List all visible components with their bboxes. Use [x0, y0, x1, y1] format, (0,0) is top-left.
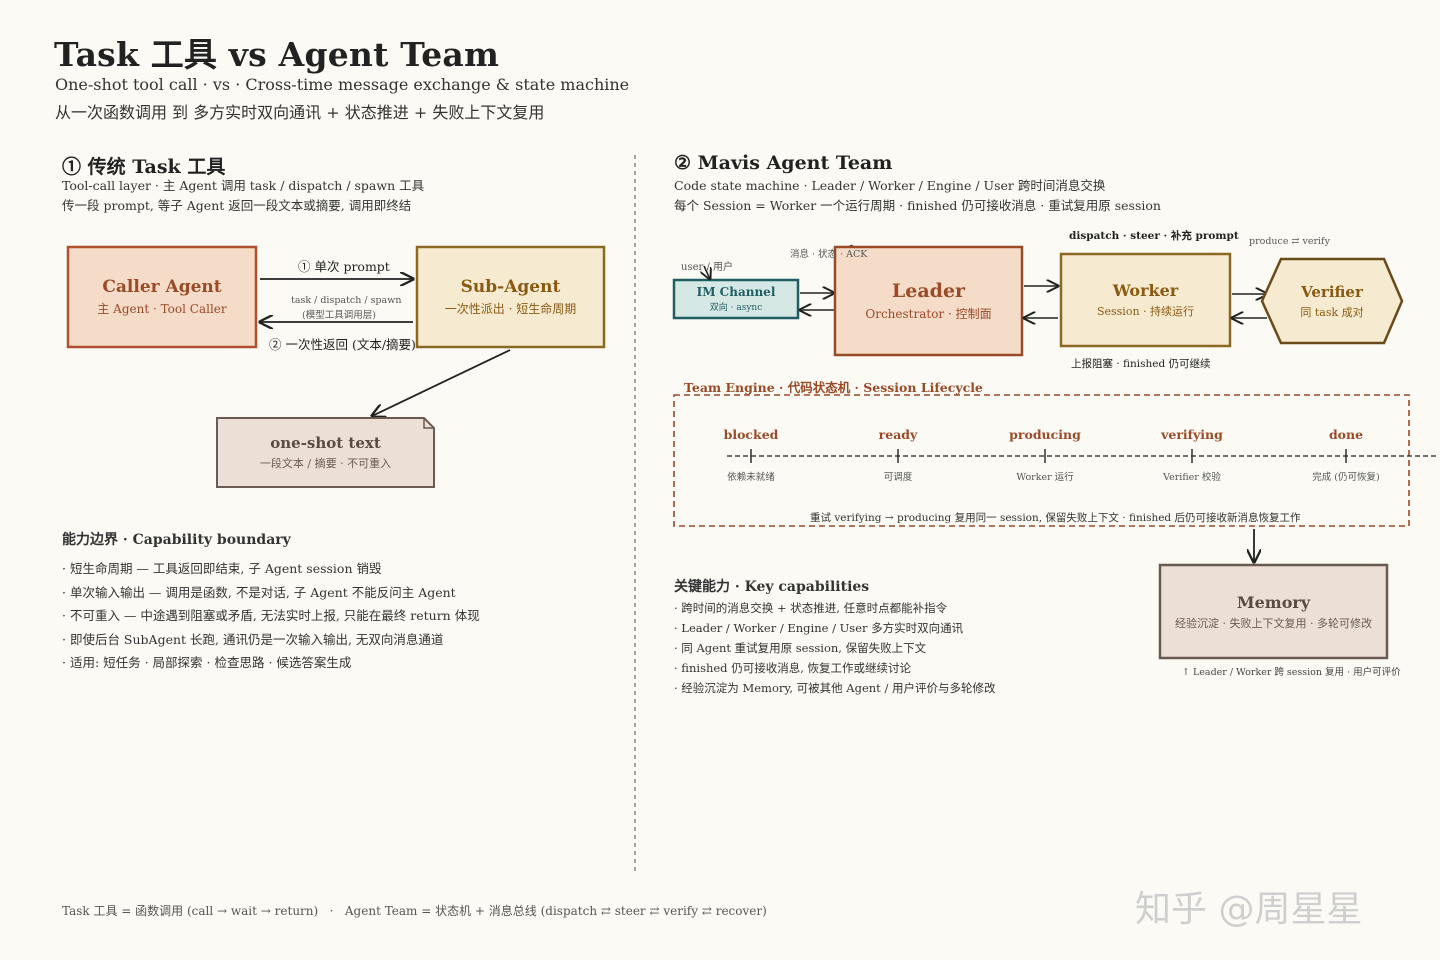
- list-item: · 单次输入输出 — 调用是函数, 不是对话, 子 Agent 不能反问主 Ag…: [62, 584, 456, 600]
- sub-agent-node: Sub-Agent 一次性派出 · 短生命周期: [417, 247, 604, 347]
- right-section-desc-1: Code state machine · Leader / Worker / E…: [674, 178, 1106, 193]
- oneshot-box: [216, 417, 435, 488]
- report-label: 上报阻塞 · finished 仍可继续: [1071, 358, 1211, 370]
- memory-node: Memory 经验沉淀 · 失败上下文复用 · 多轮可修改: [1160, 565, 1387, 658]
- im-channel-title: IM Channel: [696, 285, 776, 299]
- state-ready-sub: 可调度: [883, 472, 913, 483]
- worker-title: Worker: [1112, 281, 1179, 300]
- page-subtitle-en: One-shot tool call · vs · Cross-time mes…: [55, 75, 630, 94]
- left-cap-list: · 短生命周期 — 工具返回即结束, 子 Agent session 销毁 · …: [62, 557, 480, 675]
- leader-box: [833, 245, 1024, 357]
- left-section-title: ① 传统 Task 工具: [62, 156, 226, 178]
- caller-agent-title: Caller Agent: [102, 277, 222, 297]
- left-cap-title: 能力边界 · Capability boundary: [62, 532, 291, 548]
- verifier-sub: 同 task 成对: [1300, 305, 1364, 319]
- list-item: · finished 仍可接收消息, 恢复工作或继续讨论: [674, 661, 912, 675]
- state-blocked: blocked: [723, 427, 779, 442]
- verifier-hexagon: [1260, 257, 1404, 345]
- worker-node: Worker Session · 持续运行: [1061, 254, 1230, 346]
- memory-box: [1158, 563, 1389, 660]
- list-item: · 不可重入 — 中途遇到阻塞或矛盾, 无法实时上报, 只能在最终 return…: [62, 608, 480, 623]
- user-label: user / 用户: [681, 262, 733, 273]
- dispatch-label: dispatch · steer · 补充 prompt: [1069, 230, 1239, 242]
- list-item: · 经验沉淀为 Memory, 可被其他 Agent / 用户评价与多轮修改: [674, 681, 996, 695]
- caller-agent-node: Caller Agent 主 Agent · Tool Caller: [68, 247, 256, 347]
- state-done-sub: 完成 (仍可恢复): [1312, 472, 1380, 483]
- worker-sub: Session · 持续运行: [1096, 305, 1195, 318]
- state-producing-sub: Worker 运行: [1016, 472, 1074, 483]
- team-engine-title: Team Engine · 代码状态机 · Session Lifecycle: [684, 380, 983, 395]
- oneshot-node: one-shot text 一段文本 / 摘要 · 不可重入: [217, 418, 434, 487]
- right-section-title: ② Mavis Agent Team: [674, 152, 893, 174]
- verifier-node: Verifier 同 task 成对: [1262, 259, 1402, 343]
- im-channel-sub: 双向 · async: [709, 303, 763, 313]
- to-oneshot-arrow: [372, 349, 511, 416]
- im-channel-box: [672, 278, 800, 320]
- list-item: · 同 Agent 重试复用原 session, 保留失败上下文: [674, 641, 927, 655]
- produce-verify-label: produce ⇄ verify: [1249, 236, 1330, 247]
- state-verifying-sub: Verifier 校验: [1163, 472, 1221, 483]
- state-done: done: [1328, 427, 1364, 442]
- verifier-title: Verifier: [1301, 282, 1363, 301]
- right-cap-title: 关键能力 · Key capabilities: [674, 579, 870, 595]
- list-item: · Leader / Worker / Engine / User 多方实时双向…: [674, 621, 964, 635]
- prompt-label: ① 单次 prompt: [298, 259, 390, 274]
- msg-label: 消息 · 状态 · ACK: [790, 249, 868, 260]
- oneshot-sub: 一段文本 / 摘要 · 不可重入: [259, 457, 392, 470]
- sub-agent-box: [415, 245, 606, 349]
- watermark: 知乎 @周星星: [1135, 889, 1363, 930]
- state-producing: producing: [1009, 427, 1081, 442]
- page-title: Task 工具 vs Agent Team: [54, 35, 500, 74]
- caller-agent-box: [66, 245, 258, 349]
- footer-summary: Task 工具 = 函数调用 (call → wait → return) · …: [62, 904, 767, 918]
- sub-agent-title: Sub-Agent: [460, 277, 561, 297]
- engine-note: 重试 verifying → producing 复用同一 session, 保…: [810, 512, 1301, 524]
- sub-agent-sub: 一次性派出 · 短生命周期: [444, 302, 577, 316]
- oneshot-title: one-shot text: [270, 434, 381, 452]
- left-section-desc-2: 传一段 prompt, 等子 Agent 返回一段文本或摘要, 调用即终结: [62, 198, 412, 213]
- state-ticks: [750, 449, 1347, 463]
- leader-sub: Orchestrator · 控制面: [865, 307, 992, 321]
- memory-sub: 经验沉淀 · 失败上下文复用 · 多轮可修改: [1175, 616, 1372, 630]
- state-ready: ready: [878, 427, 918, 442]
- caller-agent-sub: 主 Agent · Tool Caller: [97, 302, 227, 316]
- arrow-mid-label-2: (模型工具调用层): [302, 310, 376, 321]
- right-section-desc-2: 每个 Session = Worker 一个运行周期 · finished 仍可…: [674, 198, 1161, 213]
- arrow-mid-label-1: task / dispatch / spawn: [291, 295, 402, 306]
- im-channel-node: IM Channel 双向 · async: [674, 280, 798, 318]
- list-item: · 适用: 短任务 · 局部探索 · 检查思路 · 候选答案生成: [62, 655, 352, 670]
- worker-box: [1059, 252, 1232, 348]
- team-engine-box: [673, 394, 1410, 527]
- list-item: · 跨时间的消息交换 + 状态推进, 任意时点都能补指令: [674, 601, 948, 615]
- return-label: ② 一次性返回 (文本/摘要): [269, 337, 416, 352]
- page-subtitle-cn: 从一次函数调用 到 多方实时双向通讯 + 状态推进 + 失败上下文复用: [55, 103, 545, 122]
- leader-title: Leader: [891, 280, 966, 302]
- memory-title: Memory: [1236, 592, 1311, 612]
- list-item: · 短生命周期 — 工具返回即结束, 子 Agent session 销毁: [62, 561, 382, 576]
- memory-note: ↑ Leader / Worker 跨 session 复用 · 用户可评价: [1182, 667, 1401, 678]
- left-section-desc-1: Tool-call layer · 主 Agent 调用 task / disp…: [62, 178, 425, 193]
- state-blocked-sub: 依赖未就绪: [727, 472, 775, 483]
- state-verifying: verifying: [1161, 427, 1223, 442]
- list-item: · 即使后台 SubAgent 长跑, 通讯仍是一次输入输出, 无双向消息通道: [62, 631, 444, 647]
- leader-node: Leader Orchestrator · 控制面: [835, 247, 1022, 355]
- right-cap-list: · 跨时间的消息交换 + 状态推进, 任意时点都能补指令 · Leader / …: [674, 598, 996, 698]
